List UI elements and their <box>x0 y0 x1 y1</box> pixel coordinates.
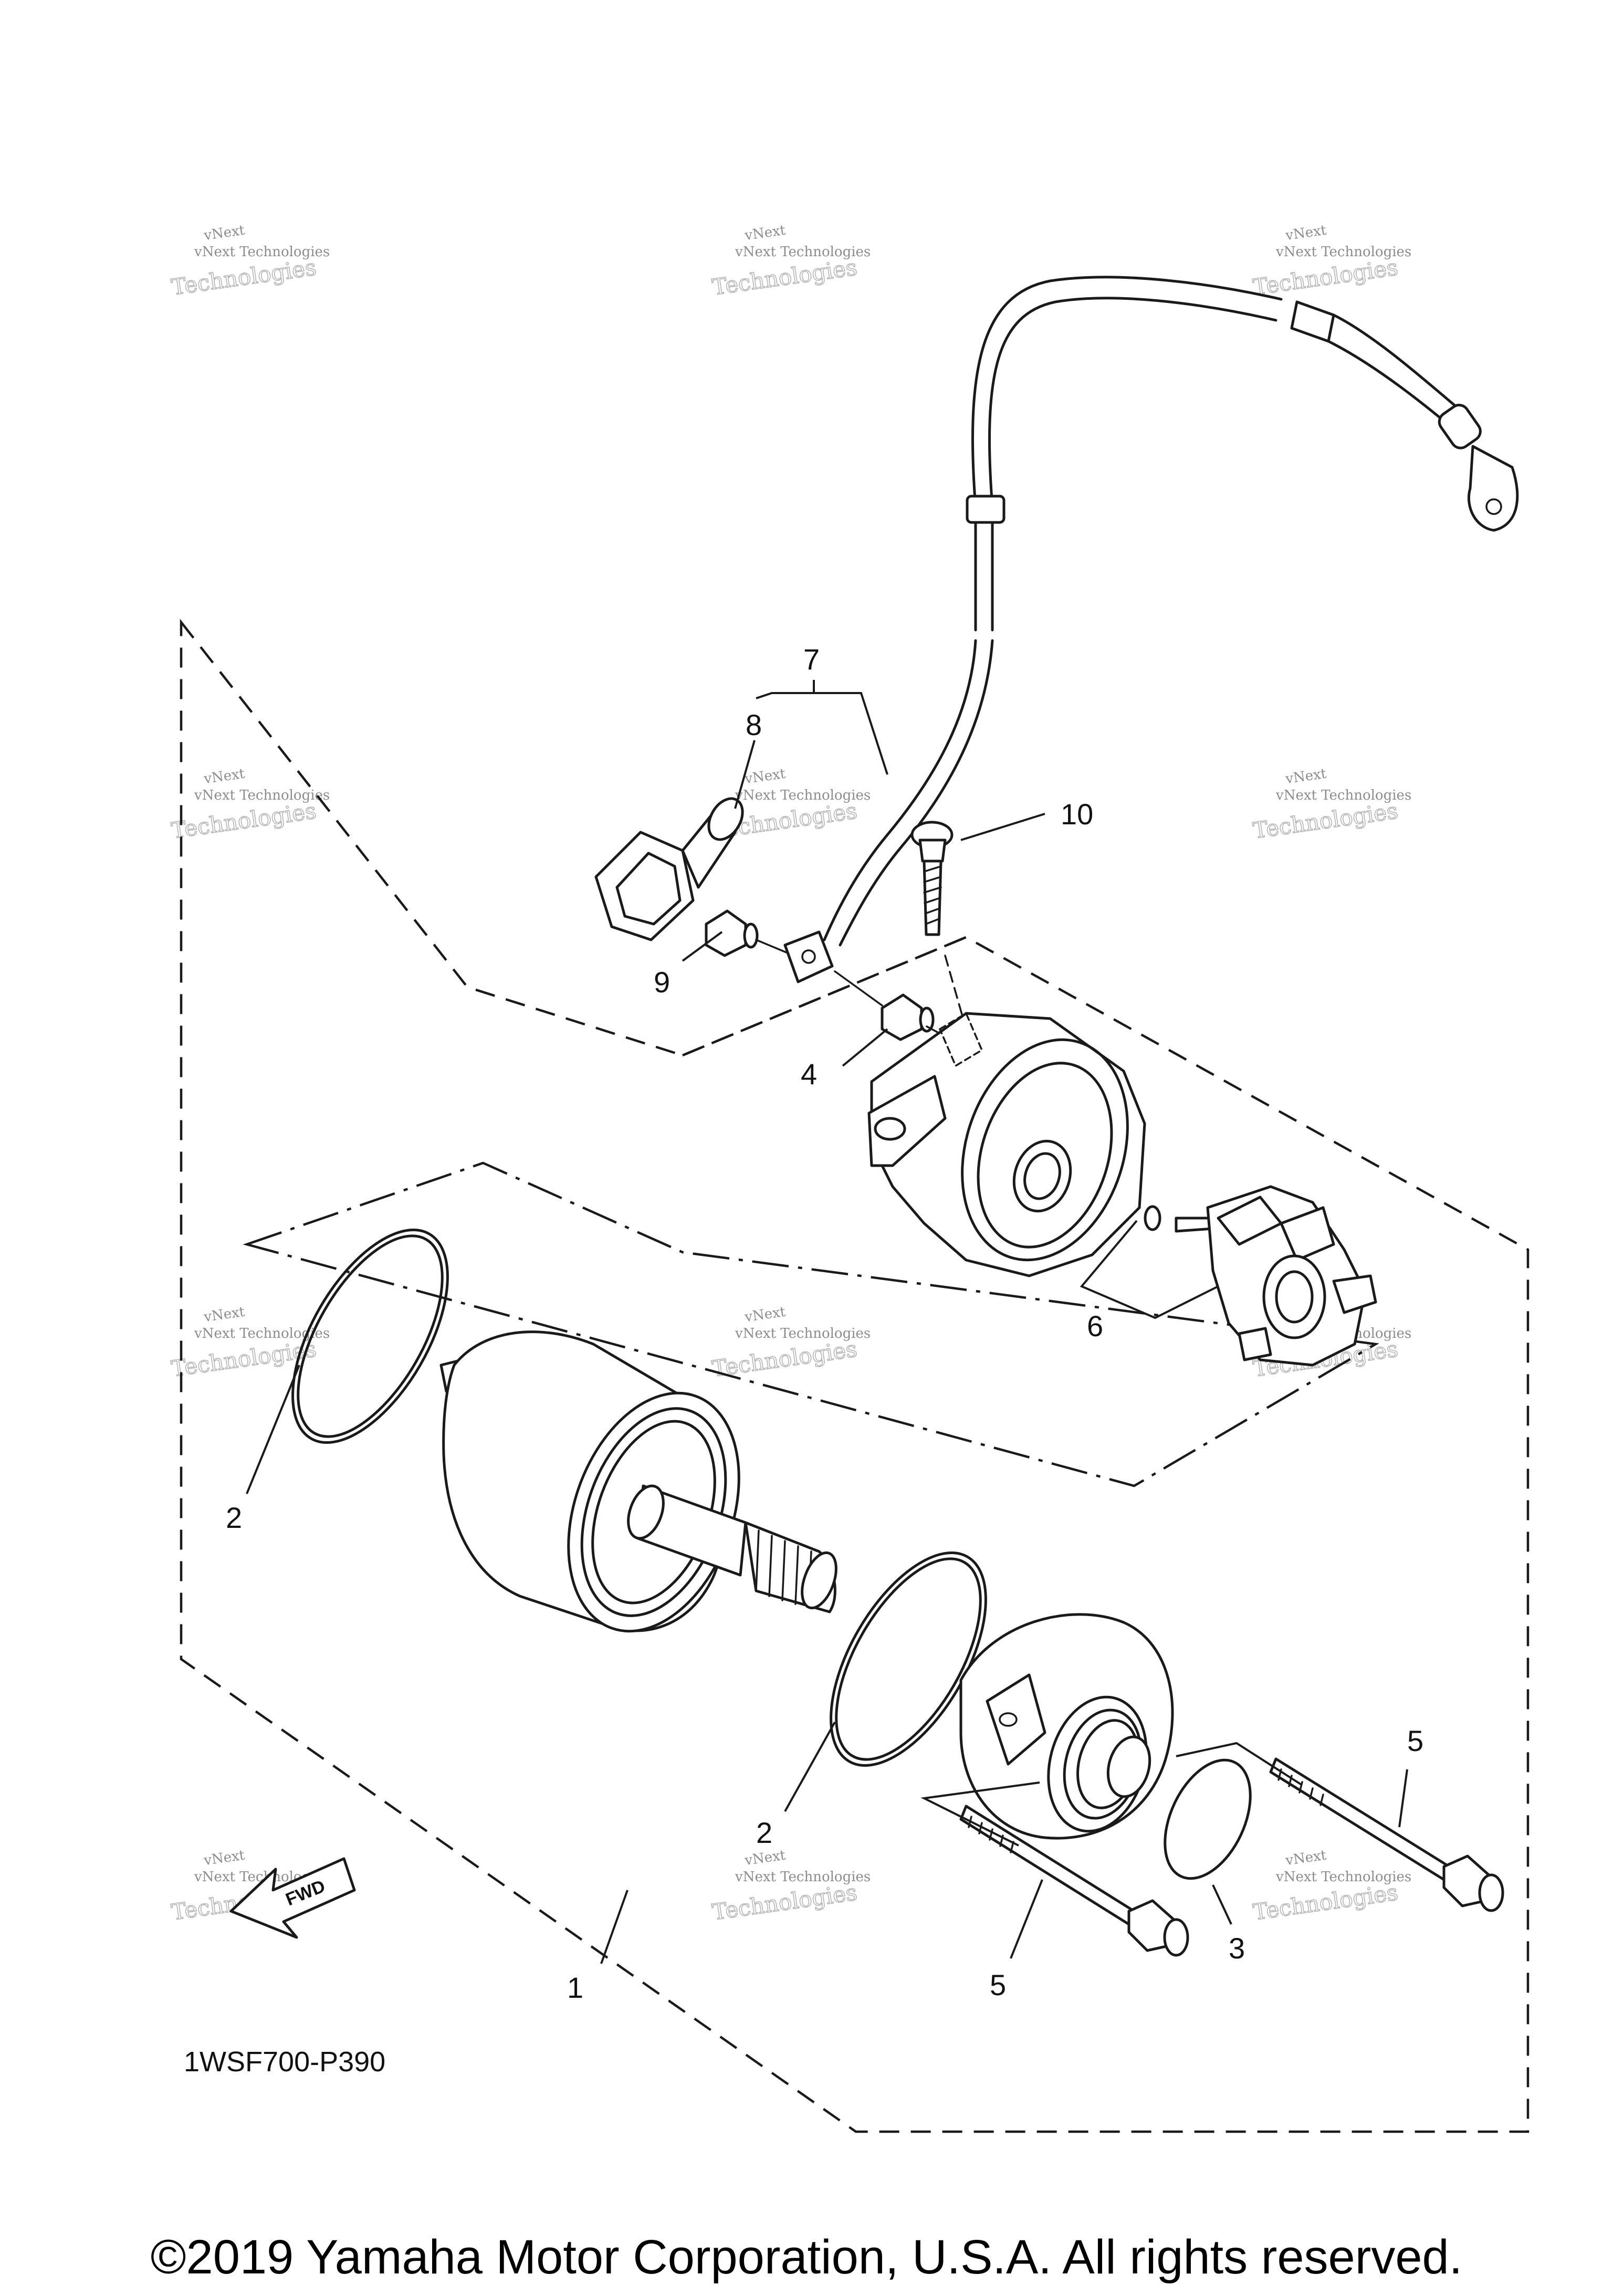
leader-5-left-bracket <box>920 1781 1040 1847</box>
callout-3: 3 <box>1229 1932 1245 1965</box>
svg-text:vNext Technologies: vNext Technologies <box>735 788 871 803</box>
svg-text:vNext: vNext <box>1284 766 1328 788</box>
callout-7: 7 <box>803 643 820 676</box>
o-ring-small <box>1144 1205 1161 1231</box>
nut-part-9 <box>705 909 759 957</box>
callout-numbers: 1 2 2 3 4 5 5 6 7 8 9 10 <box>226 643 1423 2004</box>
brush-holder-dashed-outline <box>682 936 967 1057</box>
armature-group-dashdot-outline <box>243 1161 1379 1487</box>
leader-4 <box>842 1028 888 1067</box>
callout-4: 4 <box>801 1057 817 1091</box>
copyright-notice: ©2019 Yamaha Motor Corporation, U.S.A. A… <box>151 2230 1462 2284</box>
callout-5-right: 5 <box>1407 1724 1423 1757</box>
svg-text:vNext Technologies: vNext Technologies <box>735 1326 871 1341</box>
starter-cable-cap <box>594 797 744 941</box>
watermark-1: vNext vNext Technologies Technologies <box>170 223 330 301</box>
through-bolt-left <box>959 1805 1189 1957</box>
watermark-12: vNext vNext Technologies Technologies <box>1251 1848 1412 1926</box>
svg-text:vNext Technologies: vNext Technologies <box>735 244 871 260</box>
svg-text:vNext: vNext <box>743 766 787 788</box>
callout-6: 6 <box>1087 1309 1103 1343</box>
svg-text:vNext Technologies: vNext Technologies <box>1275 1869 1411 1885</box>
callout-1: 1 <box>567 1971 583 2004</box>
svg-text:vNext Technologies: vNext Technologies <box>194 244 330 260</box>
assembly-dashed-outline <box>180 618 1530 2133</box>
svg-text:vNext: vNext <box>1284 1848 1328 1869</box>
fwd-direction-badge: FWD <box>229 1857 356 1939</box>
svg-text:Technologies: Technologies <box>710 1879 858 1925</box>
svg-text:Technologies: Technologies <box>170 798 318 843</box>
o-ring-part-3 <box>1164 1758 1252 1880</box>
leader-9 <box>682 931 723 962</box>
watermark-3: vNext vNext Technologies Technologies <box>1251 223 1412 301</box>
starter-rear-cover <box>867 1012 1146 1277</box>
svg-text:Technologies: Technologies <box>170 254 318 300</box>
through-bolt-right <box>1269 1757 1504 1912</box>
svg-text:vNext: vNext <box>203 1304 246 1326</box>
callout-5-left: 5 <box>990 1968 1006 2001</box>
svg-text:vNext: vNext <box>743 1304 787 1326</box>
svg-text:vNext: vNext <box>743 1848 787 1869</box>
svg-text:Technologies: Technologies <box>710 254 858 300</box>
o-ring-part-2-lower <box>830 1551 987 1767</box>
svg-text:Technologies: Technologies <box>1251 1879 1399 1925</box>
svg-text:vNext Technologies: vNext Technologies <box>194 788 330 803</box>
axis-line-terminal <box>755 939 962 1046</box>
svg-text:vNext Technologies: vNext Technologies <box>735 1869 871 1885</box>
leader-5-right <box>1398 1769 1408 1828</box>
nut-part-4 <box>881 993 935 1041</box>
svg-text:Technologies: Technologies <box>710 1336 858 1381</box>
watermark-8: vNext vNext Technologies Technologies <box>710 1304 871 1382</box>
svg-text:vNext Technologies: vNext Technologies <box>1275 244 1411 260</box>
callout-2-upper: 2 <box>226 1501 242 1534</box>
svg-text:vNext: vNext <box>203 223 246 244</box>
watermarks: vNext vNext Technologies Technologies vN… <box>170 223 1412 1926</box>
leader-2-upper <box>246 1365 300 1494</box>
o-ring-part-2-upper <box>291 1229 449 1444</box>
callout-2-lower: 2 <box>756 1816 772 1849</box>
callout-9: 9 <box>654 966 670 999</box>
svg-text:vNext Technologies: vNext Technologies <box>1275 788 1411 803</box>
svg-text:Technologies: Technologies <box>1251 798 1399 843</box>
brush-holder-set <box>1175 1185 1377 1367</box>
leader-lines <box>246 680 1408 1964</box>
leader-10 <box>960 813 1045 841</box>
leader-8 <box>734 740 756 809</box>
svg-text:vNext: vNext <box>203 766 246 788</box>
fwd-arrow-icon <box>229 1857 356 1939</box>
watermark-7: vNext vNext Technologies Technologies <box>170 1304 330 1382</box>
leader-6-bracket <box>1080 1220 1219 1319</box>
leader-7-bracket <box>756 692 888 775</box>
svg-text:Technologies: Technologies <box>1251 254 1399 300</box>
starter-lead-wire <box>783 276 1519 983</box>
leader-3 <box>1212 1884 1232 1925</box>
svg-text:vNext: vNext <box>203 1848 246 1869</box>
svg-text:vNext: vNext <box>743 223 787 244</box>
leader-1 <box>600 1890 629 1964</box>
starter-yoke-armature <box>439 1330 837 1633</box>
watermark-2: vNext vNext Technologies Technologies <box>710 223 871 301</box>
watermark-4: vNext vNext Technologies Technologies <box>170 766 330 844</box>
svg-text:vNext: vNext <box>1284 223 1328 244</box>
callout-8: 8 <box>746 708 762 741</box>
screw-part-10 <box>910 821 967 1030</box>
diagram-code: 1WSF700-P390 <box>184 2046 385 2078</box>
leader-5-right-bracket <box>1176 1742 1303 1786</box>
watermark-6: vNext vNext Technologies Technologies <box>1251 766 1412 844</box>
leader-5-left <box>1010 1879 1043 1959</box>
starter-front-cover <box>959 1613 1174 1840</box>
watermark-11: vNext vNext Technologies Technologies <box>710 1848 871 1926</box>
callout-10: 10 <box>1061 798 1093 831</box>
leader-2-lower <box>784 1722 836 1812</box>
